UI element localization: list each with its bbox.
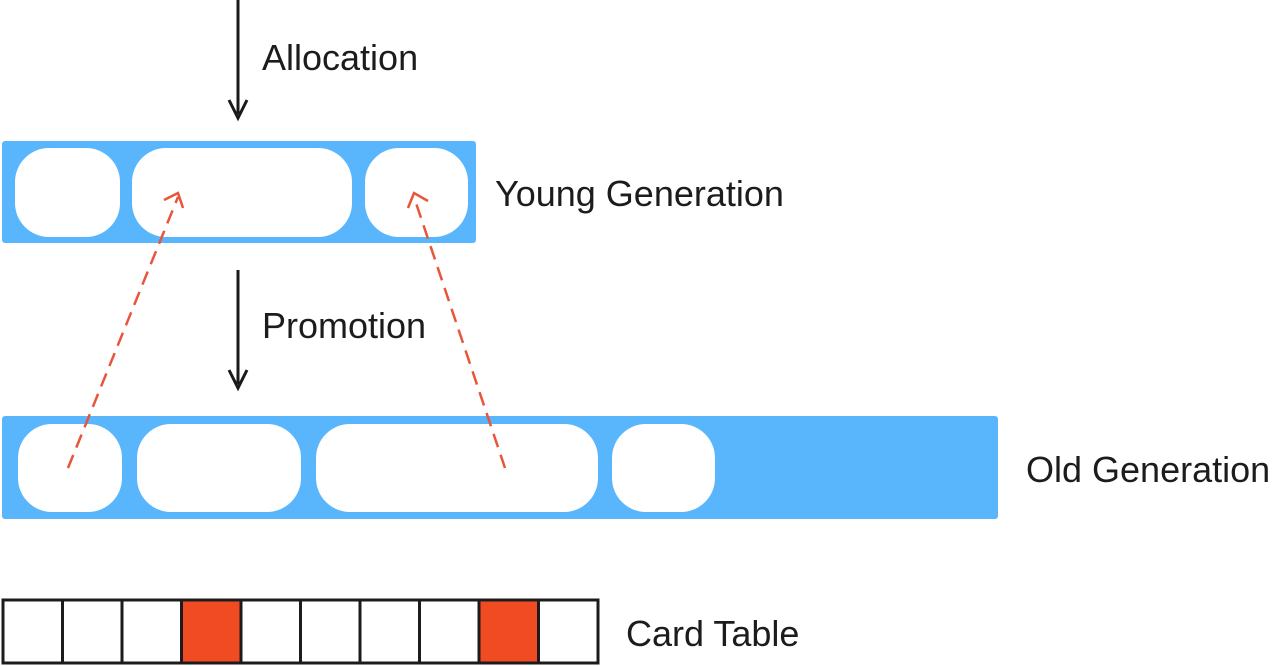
card-table-label: Card Table [626, 613, 799, 654]
card-table-cell-dirty [180, 598, 243, 665]
old-generation-label: Old Generation [1026, 449, 1270, 490]
young-slot [365, 148, 468, 237]
card-table-cell [537, 598, 600, 665]
young-slot [15, 148, 120, 237]
card-table-cell [358, 598, 421, 665]
young-generation-block [2, 141, 476, 243]
old-slot [18, 424, 122, 512]
card-table-cell [120, 598, 183, 665]
old-slot [137, 424, 301, 512]
card-table-cell [239, 598, 302, 665]
old-generation-block [2, 416, 998, 519]
card-table-cell [1, 598, 64, 665]
card-table-cell [418, 598, 481, 665]
card-table-cell [61, 598, 124, 665]
card-table [1, 598, 600, 665]
allocation-arrow [227, 0, 249, 122]
reference-arrow-right [406, 191, 507, 469]
card-table-cell-dirty [477, 598, 540, 665]
young-generation-label: Young Generation [495, 173, 784, 214]
young-slot [132, 148, 352, 237]
allocation-label: Allocation [262, 37, 418, 78]
promotion-label: Promotion [262, 305, 426, 346]
card-table-cell [299, 598, 362, 665]
old-slot [316, 424, 598, 512]
old-slot [612, 424, 715, 512]
promotion-arrow [227, 270, 249, 392]
reference-arrow-left [66, 191, 185, 469]
